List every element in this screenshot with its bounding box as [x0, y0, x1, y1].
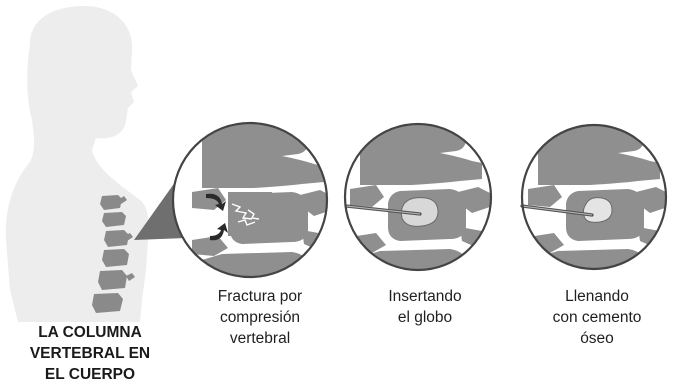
- caption-balloon-line-1: Insertando: [388, 288, 462, 305]
- body-title-line-3: EL CUERPO: [44, 366, 136, 383]
- caption-fracture-line-1: Fractura por: [217, 288, 303, 305]
- body-title: LA COLUMNA VERTEBRAL EN EL CUERPO: [0, 322, 180, 385]
- caption-fracture-line-2: compresión: [219, 309, 301, 326]
- body-title-line-1: LA COLUMNA: [38, 324, 142, 341]
- fracture-lines: [231, 203, 260, 226]
- spine-vertebrae: [92, 195, 135, 313]
- caption-fracture-line-3: vertebral: [229, 330, 291, 347]
- caption-fracture: Fractura por compresión vertebral: [185, 286, 335, 349]
- balloon: [400, 197, 439, 227]
- panel-balloon: [343, 122, 493, 272]
- panel-cement: [520, 123, 668, 271]
- caption-balloon-line-2: el globo: [397, 309, 453, 326]
- body-title-line-2: VERTEBRAL EN: [29, 345, 151, 362]
- panel-fracture: [171, 121, 329, 279]
- caption-cement-line-2: con cemento: [552, 309, 642, 326]
- caption-cement: Llenando con cemento óseo: [527, 286, 667, 349]
- bone-cement: [582, 197, 613, 223]
- compression-arrows: [206, 193, 228, 241]
- caption-cement-line-3: óseo: [580, 330, 614, 347]
- human-silhouette: [5, 6, 149, 322]
- caption-balloon: Insertando el globo: [355, 286, 495, 328]
- caption-cement-line-1: Llenando: [565, 288, 629, 305]
